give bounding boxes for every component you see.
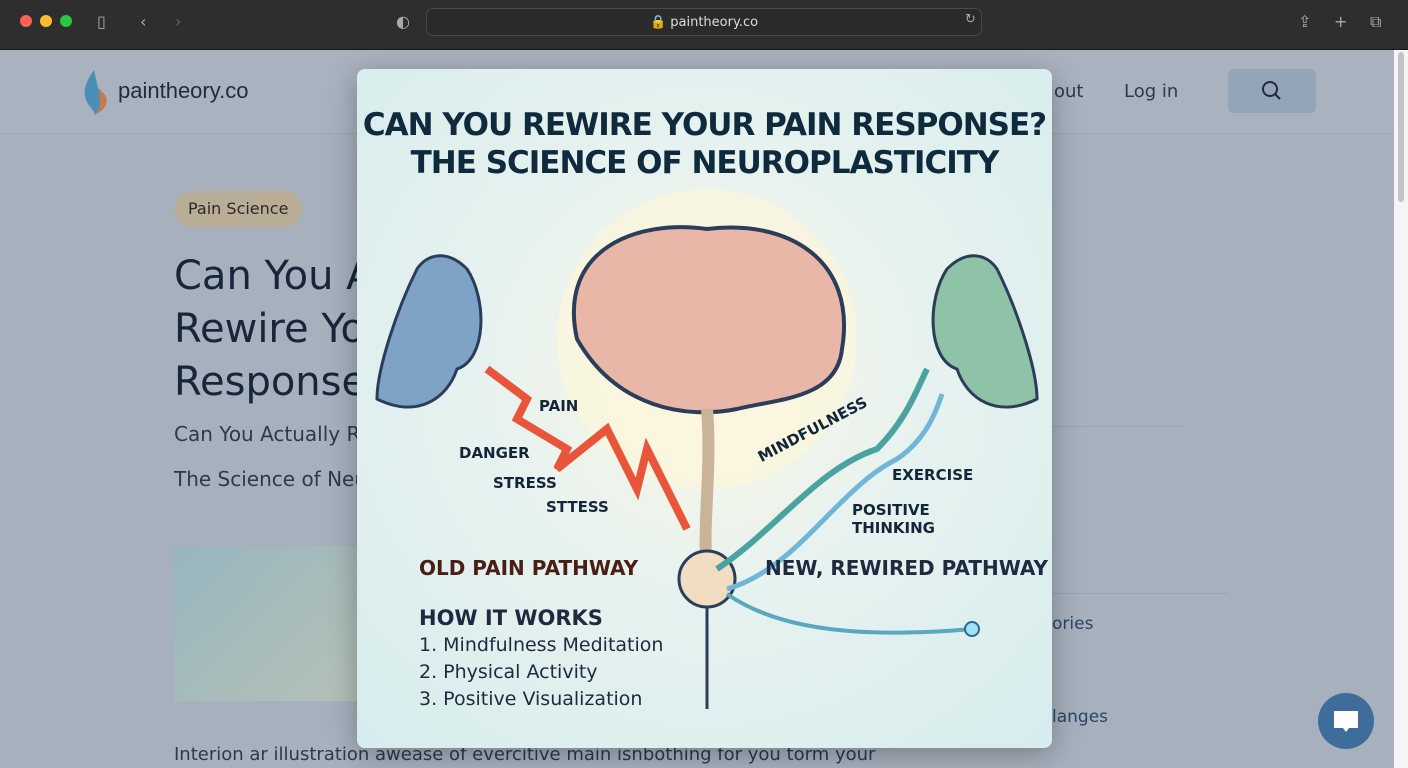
label-exercise: EXERCISE (892, 466, 974, 484)
hero-image (174, 547, 374, 701)
scrollbar[interactable] (1394, 50, 1408, 768)
infographic-illustration (375, 189, 1039, 709)
maximize-window-button[interactable] (60, 15, 72, 27)
how-item: 3. Positive Visualization (419, 688, 643, 710)
url-text: paintheory.co (670, 15, 759, 30)
subtitle: The Science of Neu (174, 467, 368, 491)
label-stress: STRESS (493, 474, 557, 492)
scrollbar-thumb[interactable] (1398, 52, 1404, 202)
divider (1052, 593, 1228, 594)
label-danger: DANGER (459, 444, 530, 462)
article-title: Can You A Rewire Yo Response (174, 250, 374, 409)
search-button[interactable] (1228, 69, 1316, 113)
minimize-window-button[interactable] (40, 15, 52, 27)
chat-icon (1334, 711, 1358, 732)
label-thinking: THINKING (852, 519, 935, 537)
share-icon[interactable]: ⇪ (1298, 12, 1312, 31)
label-pain: PAIN (539, 397, 579, 415)
label-sttess: STTESS (546, 498, 609, 516)
infographic-modal: CAN YOU REWIRE YOUR PAIN RESPONSE? THE S… (357, 69, 1052, 748)
how-item: 2. Physical Activity (419, 661, 598, 683)
infographic-title: THE SCIENCE OF NEUROPLASTICITY (410, 145, 1000, 181)
back-icon[interactable]: ‹ (140, 12, 147, 31)
shield-icon[interactable]: ◐ (396, 12, 410, 31)
subtitle: Can You Actually R (174, 422, 361, 446)
close-window-button[interactable] (20, 15, 32, 27)
title-line: Can You A (174, 253, 374, 299)
category-tag[interactable]: Pain Science (174, 191, 303, 227)
how-item: 1. Mindfulness Meditation (419, 634, 664, 656)
forward-icon[interactable]: › (175, 12, 182, 31)
divider (1052, 426, 1184, 427)
title-line: Rewire Yo (174, 306, 365, 352)
logo-icon (84, 70, 107, 116)
reload-icon[interactable]: ↻ (965, 12, 976, 27)
title-line: Response (174, 359, 367, 405)
address-bar[interactable]: 🔒 paintheory.co (426, 8, 982, 36)
how-it-works-title: HOW IT WORKS (419, 606, 603, 630)
nav-about[interactable]: out (1054, 81, 1084, 102)
nav-login[interactable]: Log in (1124, 81, 1179, 102)
search-icon (1262, 81, 1281, 100)
new-pathway-label: NEW, REWIRED PATHWAY (765, 556, 1048, 580)
label-positive: POSITIVE (852, 501, 930, 519)
infographic-title: CAN YOU REWIRE YOUR PAIN RESPONSE? (362, 107, 1047, 143)
sidebar-link[interactable]: ories (1052, 614, 1094, 634)
sidebar-link[interactable]: langes (1052, 707, 1109, 727)
new-tab-icon[interactable]: + (1334, 12, 1348, 31)
chat-button[interactable] (1318, 693, 1374, 749)
site-logo[interactable]: paintheory.co (118, 78, 249, 103)
browser-toolbar: ▯ ‹ › ◐ 🔒 paintheory.co ↻ ⇪ + ⧉ (0, 0, 1408, 50)
tabs-icon[interactable]: ⧉ (1370, 12, 1382, 31)
article-body: Interion ar illustration awease of everc… (174, 744, 876, 765)
old-pathway-label: OLD PAIN PATHWAY (419, 556, 639, 580)
sidebar-icon[interactable]: ▯ (97, 12, 106, 31)
